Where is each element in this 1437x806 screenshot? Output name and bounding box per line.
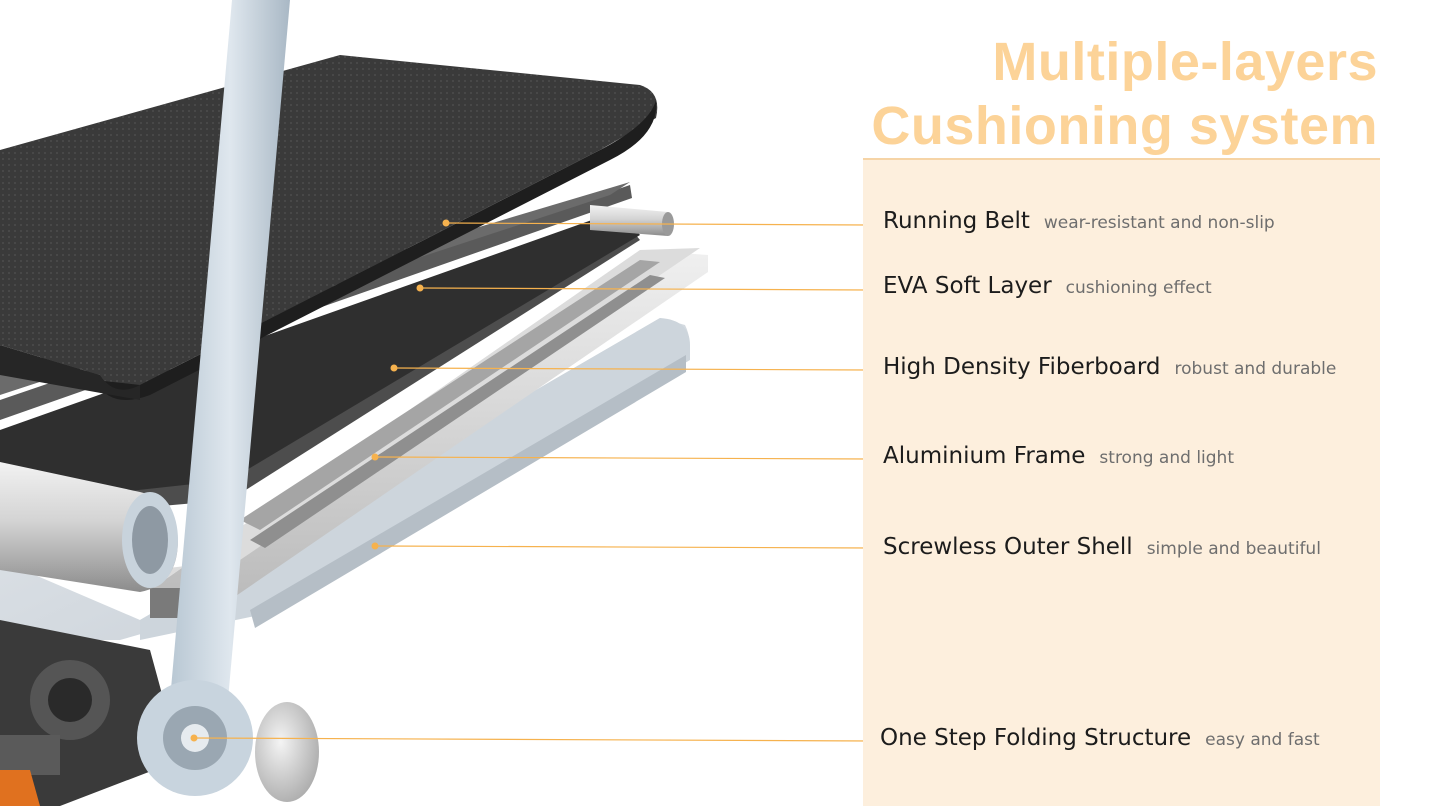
callout-label: EVA Soft Layer	[883, 273, 1052, 299]
info-panel	[863, 160, 1380, 806]
callout-label: Screwless Outer Shell	[883, 534, 1133, 560]
callout-desc: robust and durable	[1174, 359, 1337, 379]
running-belt-shape	[0, 55, 658, 400]
roller-shape	[0, 462, 178, 592]
callout-outer-shell: Screwless Outer Shell simple and beautif…	[883, 534, 1321, 560]
aluminium-frame-shape	[150, 248, 708, 618]
upright-post-shape	[137, 0, 290, 796]
callout-running-belt: Running Belt wear-resistant and non-slip	[883, 208, 1275, 234]
callout-leaders	[190, 219, 873, 742]
callout-folding-structure: One Step Folding Structure easy and fast	[880, 725, 1320, 751]
callout-label: One Step Folding Structure	[880, 725, 1192, 751]
callout-desc: simple and beautiful	[1146, 539, 1321, 559]
callout-desc: easy and fast	[1205, 730, 1320, 750]
callout-eva-layer: EVA Soft Layer cushioning effect	[883, 273, 1212, 299]
disc-shape	[255, 702, 319, 802]
callout-desc: cushioning effect	[1065, 278, 1212, 298]
callout-aluminium-frame: Aluminium Frame strong and light	[883, 443, 1234, 469]
callout-label: High Density Fiberboard	[883, 354, 1161, 380]
page-title: Multiple-layers Cushioning system	[871, 30, 1378, 158]
callout-fiberboard: High Density Fiberboard robust and durab…	[883, 354, 1336, 380]
panel-divider	[863, 158, 1380, 160]
title-line-2: Cushioning system	[871, 96, 1378, 156]
callout-desc: strong and light	[1099, 448, 1234, 468]
callout-label: Aluminium Frame	[883, 443, 1086, 469]
callout-label: Running Belt	[883, 208, 1030, 234]
fiberboard-shape	[0, 210, 640, 520]
title-line-1: Multiple-layers	[992, 32, 1378, 92]
motor-shape	[0, 620, 180, 806]
callout-desc: wear-resistant and non-slip	[1043, 213, 1275, 233]
